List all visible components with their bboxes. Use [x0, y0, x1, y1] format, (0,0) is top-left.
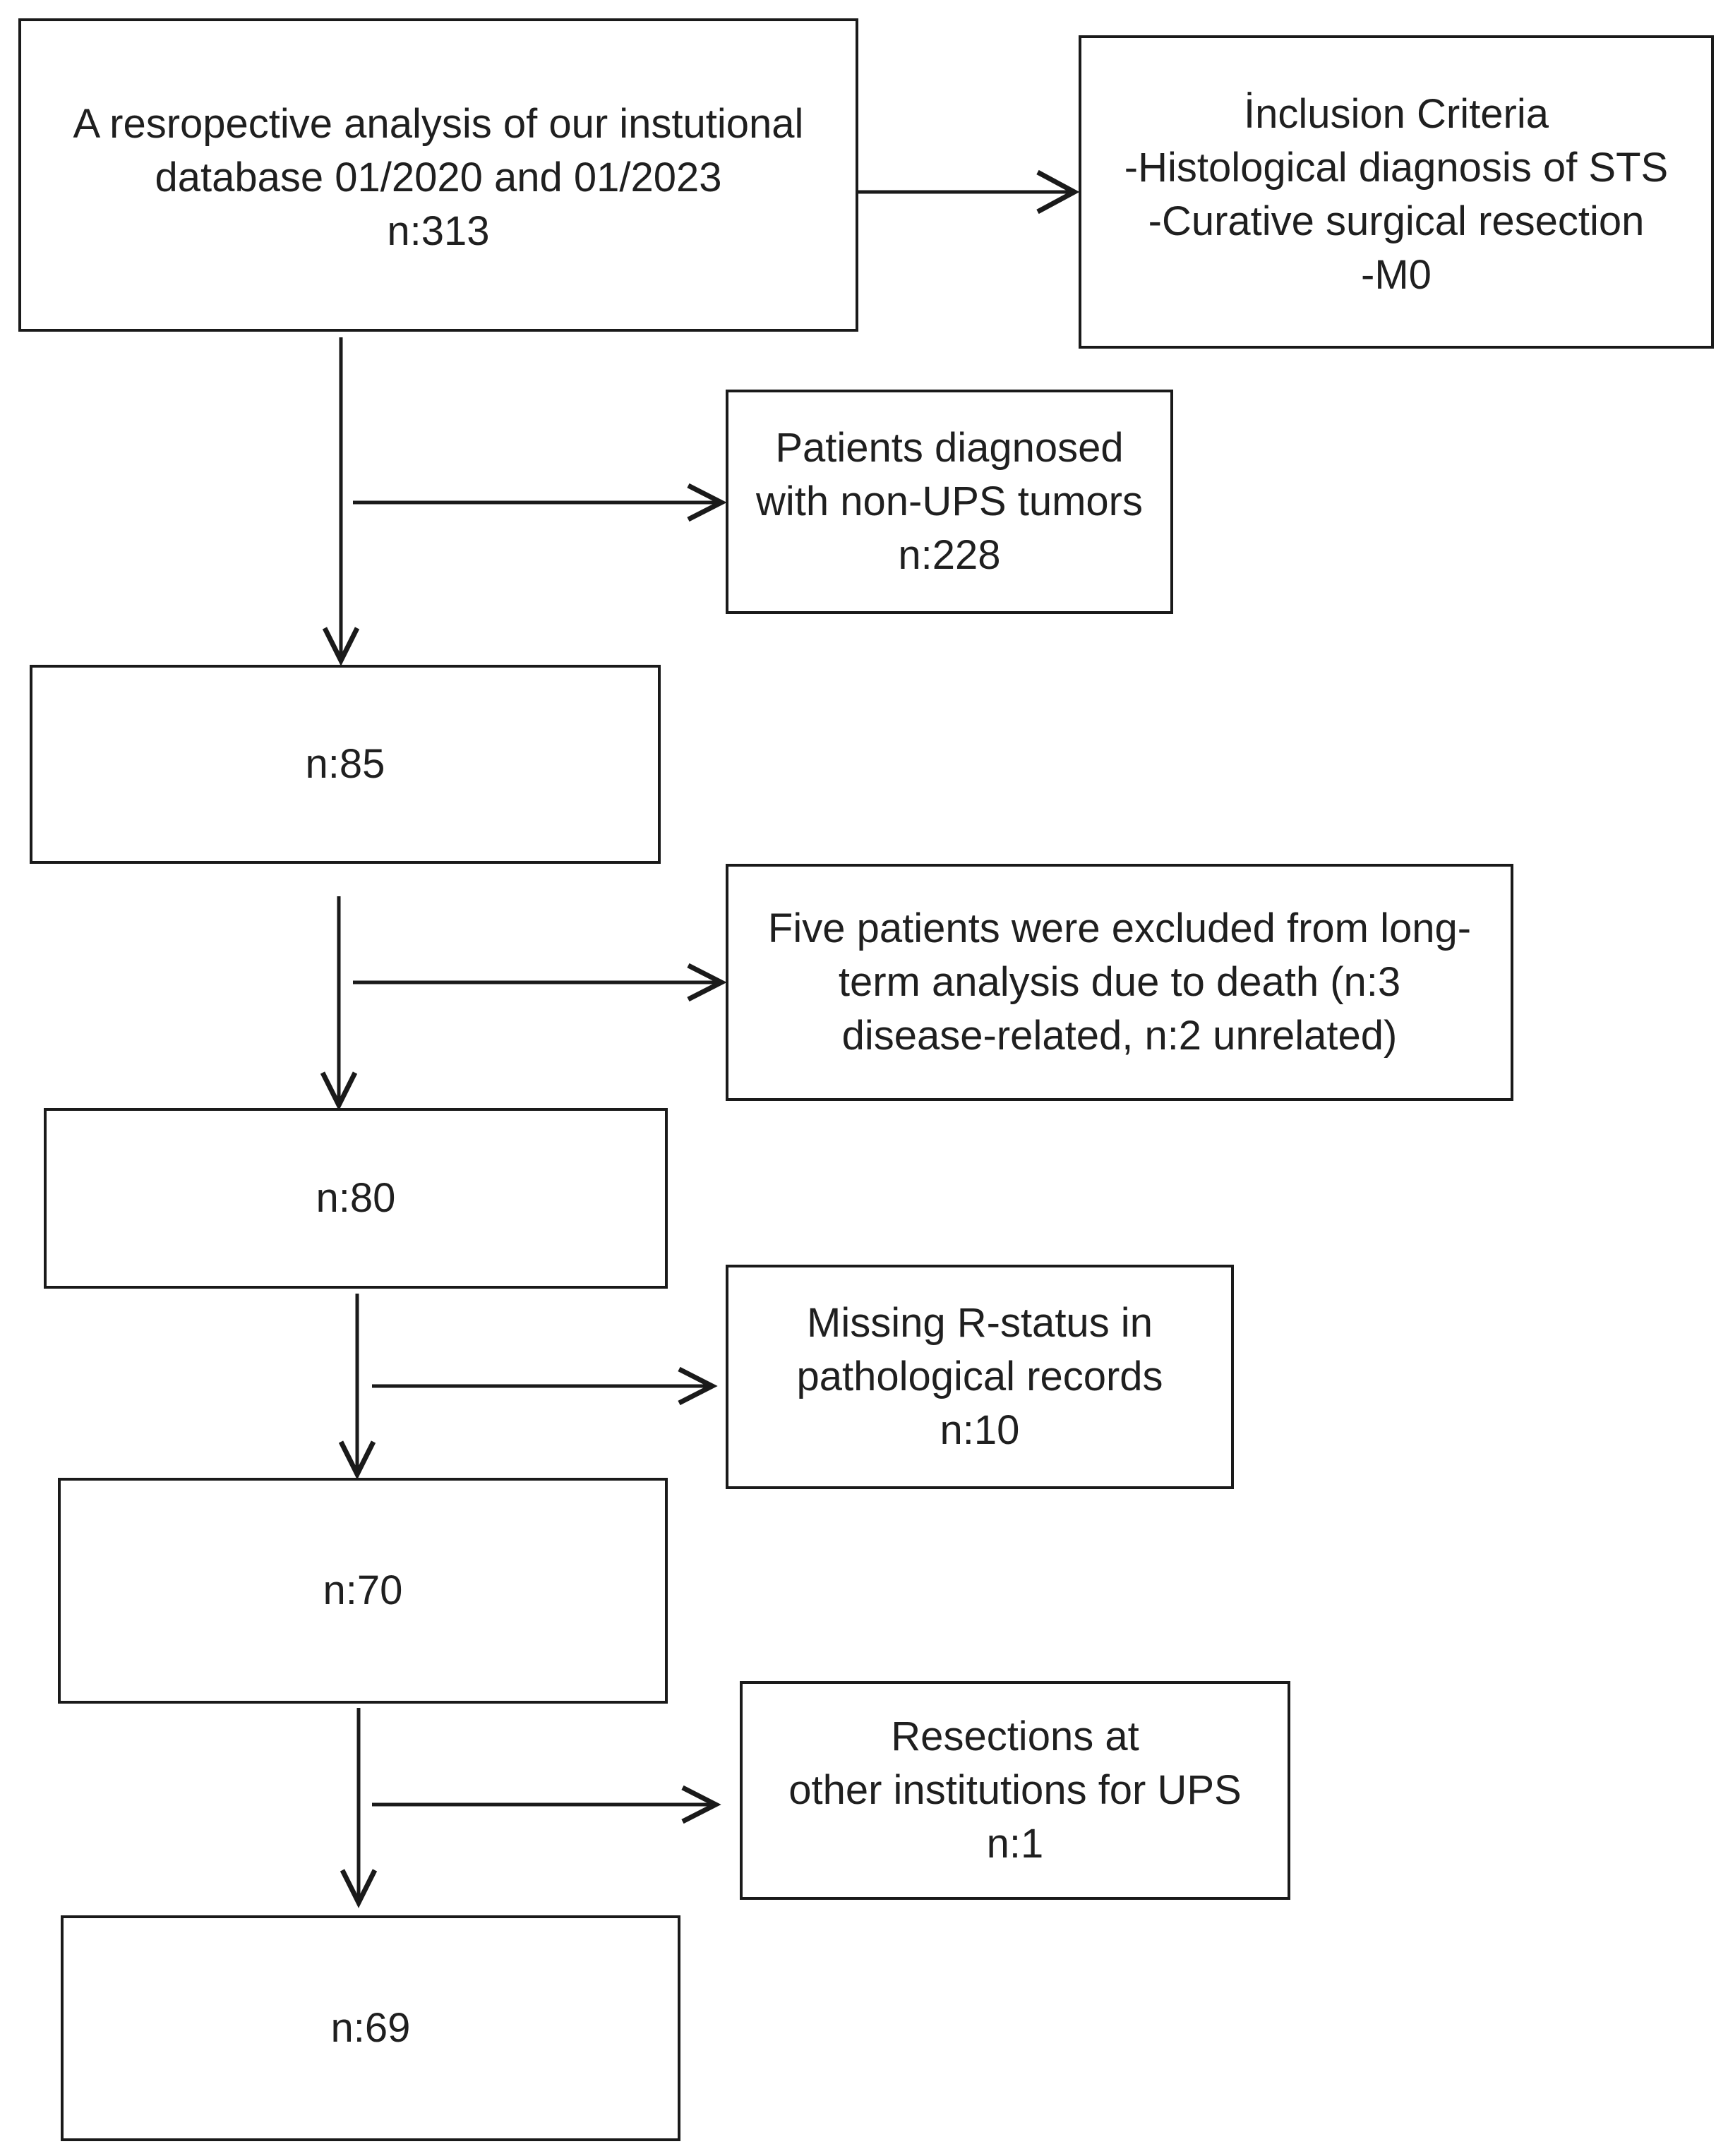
- r-status-exclusion-count: n:10: [940, 1407, 1020, 1453]
- n70-box: n:70: [58, 1478, 668, 1704]
- n69-box: n:69: [61, 1915, 680, 2141]
- other-institutions-exclusion-line-2: other institutions for UPS: [788, 1767, 1242, 1813]
- n85-box: n:85: [30, 665, 661, 864]
- other-institutions-exclusion-box: Resections at other institutions for UPS…: [740, 1681, 1290, 1900]
- other-institutions-exclusion-count: n:1: [986, 1821, 1044, 1867]
- n69-count: n:69: [330, 2005, 411, 2051]
- arrow-to-r-status-box: [372, 1366, 718, 1406]
- r-status-exclusion-line-1: Missing R-status in: [807, 1300, 1153, 1346]
- death-exclusion-line-3: disease-related, n:2 unrelated): [841, 1013, 1398, 1059]
- inclusion-criteria-title: İnclusion Criteria: [1244, 91, 1549, 137]
- start-box-line-1: A resropective analysis of our instution…: [73, 101, 804, 147]
- death-exclusion-box: Five patients were excluded from long- t…: [726, 864, 1513, 1101]
- n80-count: n:80: [316, 1175, 396, 1221]
- n85-count: n:85: [305, 741, 385, 787]
- arrow-to-death-exclusion-box: [353, 963, 727, 1002]
- inclusion-criteria-box: İnclusion Criteria -Histological diagnos…: [1079, 35, 1714, 349]
- non-ups-exclusion-line-1: Patients diagnosed: [775, 425, 1124, 471]
- inclusion-criteria-item: -Curative surgical resection: [1148, 198, 1645, 244]
- start-box: A resropective analysis of our instution…: [18, 18, 858, 332]
- r-status-exclusion-box: Missing R-status in pathological records…: [726, 1265, 1234, 1489]
- n80-box: n:80: [44, 1108, 668, 1289]
- arrow-to-other-institutions-box: [372, 1785, 721, 1824]
- r-status-exclusion-line-2: pathological records: [796, 1354, 1163, 1399]
- inclusion-criteria-item: -Histological diagnosis of STS: [1124, 145, 1669, 191]
- arrow-n85-to-n80: [320, 896, 358, 1111]
- arrow-start-to-n85: [322, 337, 360, 666]
- start-box-line-3: n:313: [387, 208, 490, 254]
- start-box-line-2: database 01/2020 and 01/2023: [155, 155, 722, 200]
- death-exclusion-line-1: Five patients were excluded from long-: [767, 905, 1472, 951]
- arrow-n70-to-n69: [340, 1708, 378, 1908]
- arrow-to-non-ups-box: [353, 483, 727, 522]
- inclusion-criteria-item: -M0: [1361, 252, 1432, 298]
- non-ups-exclusion-line-2: with non-UPS tumors: [756, 478, 1143, 524]
- death-exclusion-line-2: term analysis due to death (n:3: [838, 959, 1401, 1005]
- non-ups-exclusion-count: n:228: [898, 532, 1001, 578]
- n70-count: n:70: [323, 1567, 403, 1613]
- non-ups-exclusion-box: Patients diagnosed with non-UPS tumors n…: [726, 390, 1173, 614]
- arrow-start-to-inclusion: [858, 169, 1080, 215]
- other-institutions-exclusion-line-1: Resections at: [891, 1714, 1139, 1759]
- arrow-n80-to-n70: [338, 1294, 376, 1480]
